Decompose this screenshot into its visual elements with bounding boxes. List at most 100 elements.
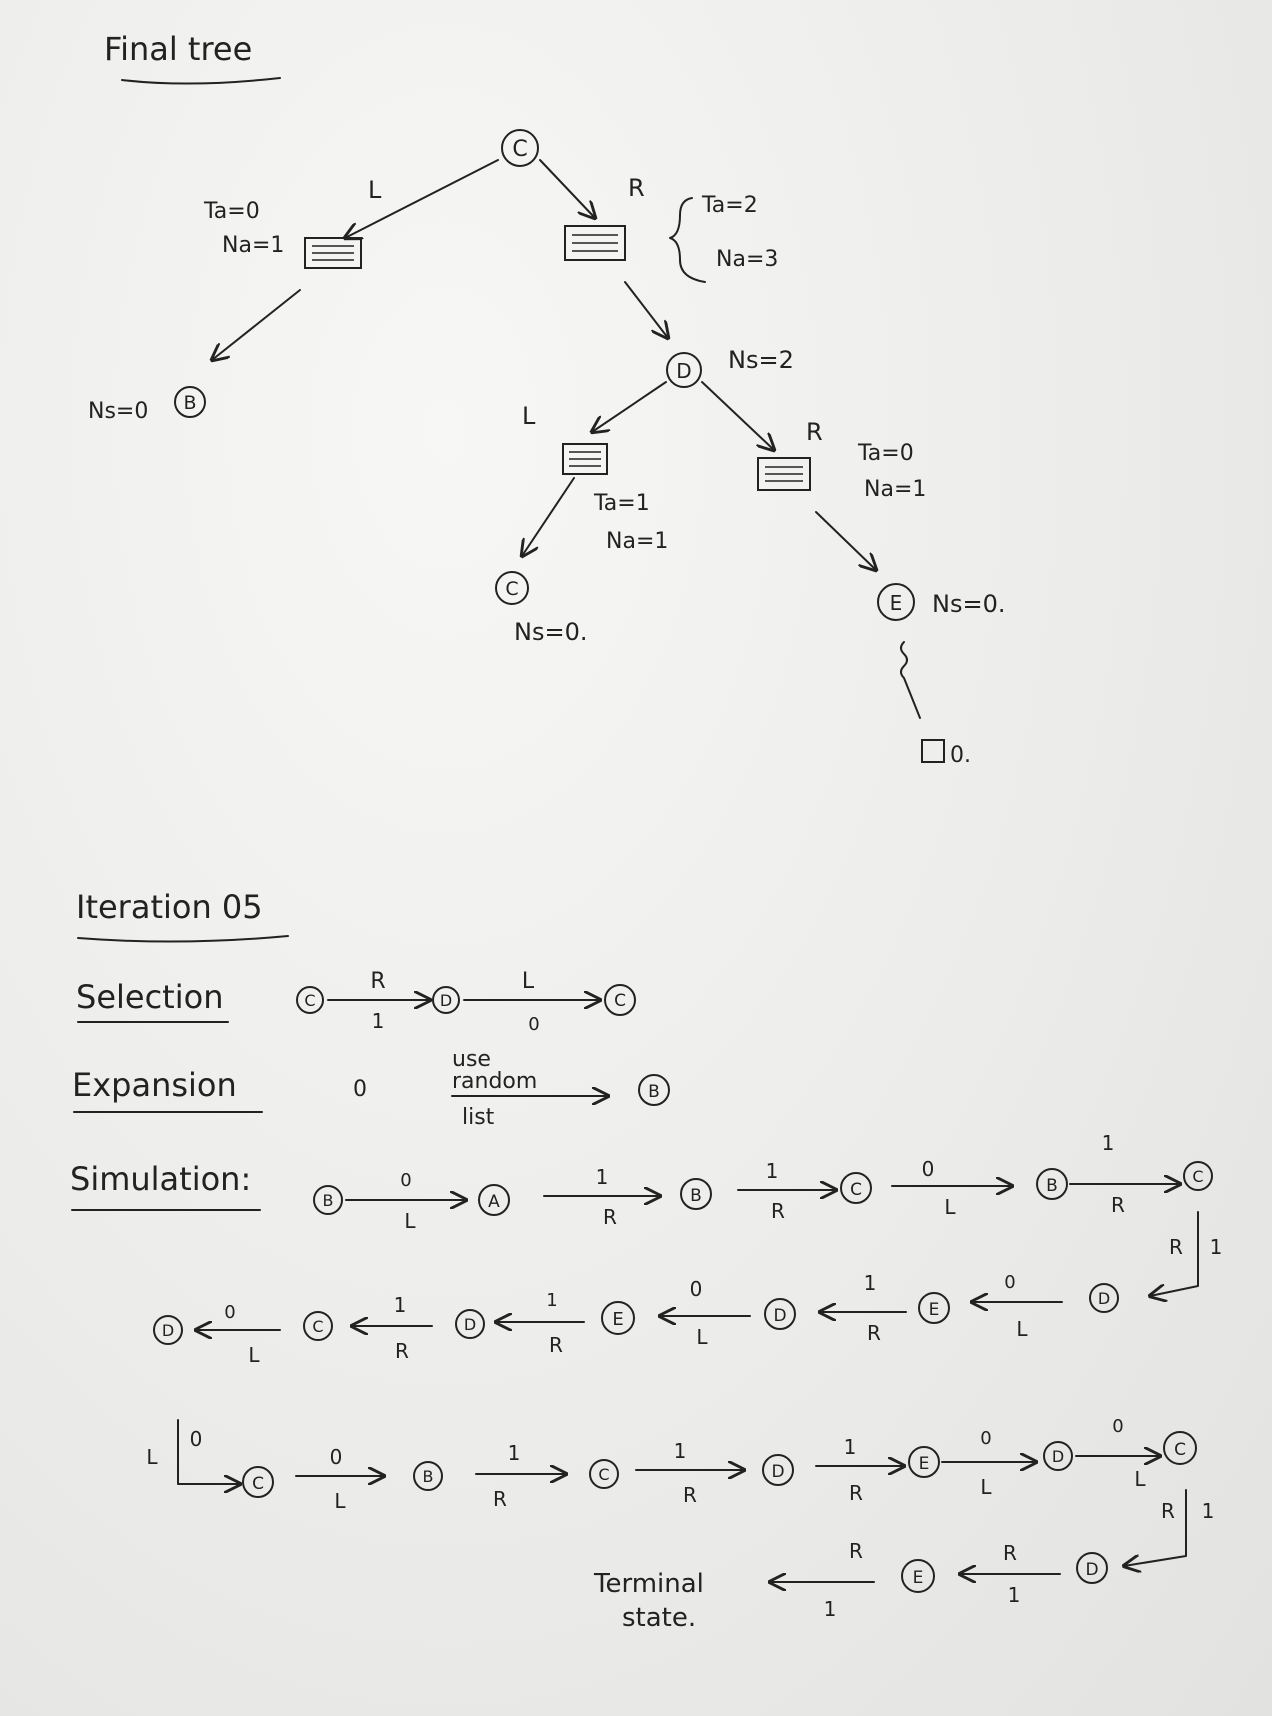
svg-text:E: E [919, 1454, 930, 1474]
svg-text:D: D [1098, 1289, 1110, 1308]
svg-text:R: R [493, 1487, 507, 1511]
edge-right-to-d [624, 281, 668, 338]
action-box-right [564, 225, 626, 261]
svg-text:D: D [440, 991, 452, 1010]
svg-text:D: D [1052, 1447, 1064, 1466]
simulation-row-3: C 0 L B 1 R C 1 R D 1 R E 0 L D 0 L C [242, 1416, 1197, 1513]
svg-text:0: 0 [690, 1277, 703, 1301]
final-tree: Final tree C L R Ta=0 Na=1 Ta=2 N [88, 30, 1005, 768]
svg-text:1: 1 [372, 1009, 385, 1033]
svg-text:L: L [404, 1209, 416, 1233]
svg-text:R: R [1111, 1193, 1125, 1217]
svg-text:D: D [162, 1321, 174, 1340]
svg-text:1: 1 [1008, 1583, 1021, 1607]
edge-d-left [592, 381, 667, 432]
svg-text:1: 1 [844, 1435, 857, 1459]
edge-root-right [539, 159, 595, 218]
svg-text:C: C [505, 578, 518, 600]
svg-text:L: L [146, 1445, 158, 1469]
simulation-row-1: B 0 L A 1 R B 1 R C 0 L B 1 R C [313, 1131, 1213, 1233]
terminal-square [921, 739, 945, 763]
svg-text:1: 1 [824, 1597, 837, 1621]
svg-text:1: 1 [596, 1165, 609, 1189]
svg-text:1: 1 [766, 1159, 779, 1183]
edge-label-d-r: R [806, 418, 823, 446]
final-tree-heading: Final tree [104, 30, 252, 68]
svg-text:1: 1 [394, 1293, 407, 1317]
edge-label-d-l: L [522, 402, 536, 430]
simulation-turn-1: R 1 [1150, 1211, 1222, 1296]
simulation-label: Simulation: [70, 1160, 251, 1198]
svg-text:L: L [1016, 1317, 1028, 1341]
action-box-left [304, 237, 362, 269]
svg-text:1: 1 [508, 1441, 521, 1465]
svg-text:1: 1 [546, 1290, 557, 1311]
svg-text:C: C [1192, 1167, 1203, 1186]
svg-text:0: 0 [528, 1014, 539, 1035]
simulation-turn-3: R 1 [1124, 1489, 1215, 1566]
terminal-label-line1: Terminal [593, 1569, 704, 1599]
svg-text:L: L [696, 1325, 708, 1349]
node-d: D [666, 352, 702, 388]
iteration-heading: Iteration 05 [76, 888, 263, 926]
terminal-label-line2: state. [622, 1603, 696, 1633]
svg-text:R: R [849, 1539, 863, 1563]
leaf-e-ns: Ns=0. [932, 590, 1005, 618]
expansion-label: Expansion [72, 1066, 237, 1104]
heading-underline [121, 77, 281, 85]
terminal-value: 0. [950, 743, 971, 768]
svg-text:0: 0 [1112, 1416, 1123, 1437]
action-box-d-right [757, 457, 811, 491]
svg-text:R: R [771, 1199, 785, 1223]
svg-text:C: C [512, 137, 527, 162]
svg-text:C: C [312, 1317, 323, 1336]
svg-text:R: R [849, 1481, 863, 1505]
left-na: Na=1 [222, 233, 284, 258]
svg-text:B: B [183, 392, 196, 414]
root-node-c: C [501, 129, 539, 167]
svg-text:0: 0 [1004, 1272, 1015, 1293]
simulation-row-4: D R 1 E R 1 [770, 1539, 1108, 1621]
svg-text:R: R [370, 969, 385, 994]
svg-text:C: C [1174, 1440, 1186, 1460]
svg-text:0: 0 [190, 1427, 203, 1451]
svg-text:D: D [464, 1315, 476, 1334]
svg-text:L: L [248, 1343, 260, 1367]
edge-left-to-b [212, 289, 301, 360]
svg-text:C: C [304, 991, 315, 1010]
svg-text:0: 0 [922, 1157, 935, 1181]
svg-text:C: C [598, 1465, 609, 1484]
d-right-ta: Ta=0 [857, 441, 914, 466]
svg-text:B: B [648, 1082, 660, 1102]
right-na: Na=3 [716, 247, 778, 272]
svg-text:L: L [1134, 1467, 1146, 1491]
rollout-squiggle [900, 641, 921, 719]
svg-text:C: C [614, 991, 626, 1011]
svg-text:R: R [1003, 1541, 1017, 1565]
edge-label-root-l: L [368, 176, 382, 204]
d-left-ta: Ta=1 [593, 491, 650, 516]
edge-d-right [701, 381, 774, 450]
edge-label-root-r: R [628, 174, 645, 202]
expansion-list: list [462, 1105, 495, 1130]
expansion-value: 0 [353, 1077, 367, 1102]
svg-text:0: 0 [224, 1302, 235, 1323]
svg-text:D: D [676, 359, 691, 383]
leaf-c-ns: Ns=0. [514, 618, 587, 646]
left-ta: Ta=0 [203, 199, 260, 224]
selection-path: C R 1 D L 0 C [296, 969, 636, 1035]
svg-text:R: R [395, 1339, 409, 1363]
expansion-use: use [452, 1047, 491, 1072]
selection-label: Selection [76, 978, 223, 1016]
svg-text:B: B [423, 1467, 434, 1486]
svg-text:D: D [771, 1462, 784, 1482]
simulation-turn-2: L 0 [146, 1419, 240, 1484]
right-stats-brace [669, 197, 706, 283]
svg-text:1: 1 [1202, 1499, 1215, 1523]
d-left-na: Na=1 [606, 529, 668, 554]
svg-text:A: A [488, 1192, 500, 1212]
svg-text:L: L [522, 969, 535, 994]
edge-dright-to-e [815, 511, 876, 570]
